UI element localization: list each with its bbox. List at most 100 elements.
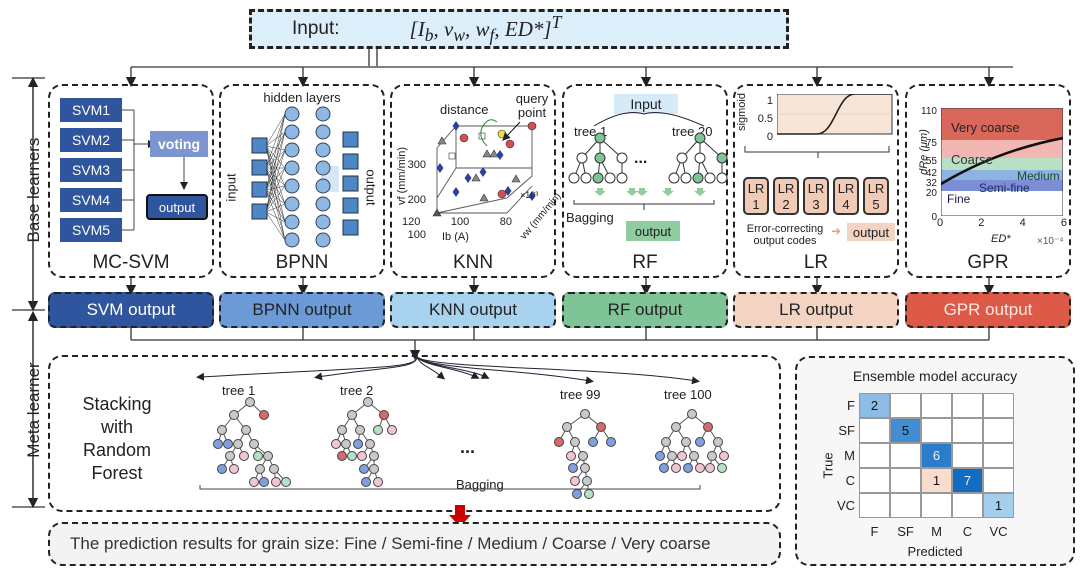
x-tick-label: VC bbox=[989, 524, 1008, 539]
neural-network-graphic bbox=[251, 106, 359, 248]
matrix-cell: 1 bbox=[983, 493, 1014, 518]
input-label: input bbox=[223, 173, 239, 202]
input-box: Input: [Ib, vw, wf, ED*]T bbox=[249, 9, 789, 49]
region-fine: Fine bbox=[947, 192, 971, 206]
hidden-layers-label: hidden layers bbox=[263, 90, 341, 105]
data-point bbox=[432, 208, 442, 217]
hidden-node bbox=[315, 232, 331, 248]
gpr-xscale: ×10⁻⁴ bbox=[1037, 236, 1064, 247]
tree-node bbox=[588, 437, 598, 447]
tree-node bbox=[347, 451, 357, 461]
input-node bbox=[251, 203, 268, 220]
ecoc-label: Error-correcting output codes bbox=[746, 223, 824, 247]
matrix-cell bbox=[890, 493, 921, 518]
hidden-node bbox=[315, 178, 331, 194]
matrix-cell bbox=[952, 418, 983, 443]
y-tick-label: C bbox=[845, 473, 855, 488]
rf-input-box: Input bbox=[614, 94, 678, 114]
tree-node bbox=[359, 464, 369, 474]
sigmoid-curve bbox=[777, 94, 893, 135]
tree-node bbox=[683, 463, 693, 473]
region-coarse: Coarse bbox=[951, 152, 993, 167]
svm-connector bbox=[122, 109, 188, 231]
voting-box: voting bbox=[150, 131, 208, 157]
tree-node bbox=[716, 172, 728, 184]
tree-node bbox=[616, 152, 628, 164]
tree-node bbox=[241, 425, 251, 435]
data-point bbox=[489, 149, 499, 158]
learner-title: GPR bbox=[967, 252, 1009, 273]
branch-arrow bbox=[196, 357, 418, 381]
learner-title: BPNN bbox=[275, 252, 329, 273]
base-learners-label: Base learners bbox=[24, 137, 43, 243]
tree-node bbox=[580, 409, 590, 419]
rf-output-box: output bbox=[626, 221, 680, 241]
region-very-coarse: Very coarse bbox=[951, 120, 1020, 135]
tree-node bbox=[213, 439, 223, 449]
tree-node bbox=[271, 477, 281, 487]
tree-node bbox=[365, 439, 375, 449]
data-point bbox=[479, 193, 489, 202]
svm-model-box: SVM2 bbox=[60, 128, 122, 152]
tree-node bbox=[570, 437, 580, 447]
data-point bbox=[452, 187, 460, 197]
rf-trees-graphic bbox=[568, 112, 728, 210]
learner-title: MC-SVM bbox=[92, 252, 170, 273]
matrix-cell bbox=[952, 443, 983, 468]
data-point bbox=[437, 136, 447, 145]
tree-node bbox=[347, 410, 357, 420]
output-label: output bbox=[363, 169, 379, 206]
down-arrow-icon bbox=[449, 505, 471, 527]
tree-node bbox=[379, 410, 389, 420]
down-arrow-icon bbox=[626, 188, 638, 196]
tree-node bbox=[263, 451, 273, 461]
knn-ylabel: vf (mm/min) bbox=[396, 146, 408, 206]
matrix-cell bbox=[890, 443, 921, 468]
matrix-cell bbox=[859, 443, 890, 468]
tree-node bbox=[233, 439, 243, 449]
matrix-cell: 6 bbox=[921, 443, 952, 468]
matrix-cell bbox=[859, 493, 890, 518]
data-point bbox=[511, 174, 521, 183]
region-semi-fine: Semi-fine bbox=[979, 181, 1030, 195]
tree-node bbox=[689, 451, 699, 461]
tree-node bbox=[676, 152, 688, 164]
hidden-node bbox=[284, 142, 300, 158]
matrix-cell bbox=[921, 418, 952, 443]
hidden-node bbox=[284, 106, 300, 122]
tree-node bbox=[249, 439, 259, 449]
tree-node bbox=[677, 451, 687, 461]
data-point bbox=[459, 133, 469, 143]
tree-node bbox=[369, 451, 379, 461]
knn-3d-scatter bbox=[432, 119, 537, 217]
tree-node bbox=[281, 477, 291, 487]
data-point bbox=[436, 163, 444, 173]
meta-tree-2: tree 2 bbox=[340, 383, 374, 398]
tree-node bbox=[576, 152, 588, 164]
tree-node bbox=[369, 464, 379, 474]
svm-output-button: SVM output bbox=[48, 292, 214, 328]
input-formula: [Ib, vw, wf, ED*]T bbox=[409, 11, 562, 46]
matrix-cell: 1 bbox=[921, 468, 952, 493]
tree-node bbox=[578, 451, 588, 461]
tree-node bbox=[713, 437, 723, 447]
lr-model-box: LR 2 bbox=[773, 177, 799, 215]
matrix-cell bbox=[983, 418, 1014, 443]
hidden-node bbox=[284, 214, 300, 230]
tree-node bbox=[229, 464, 239, 474]
hidden-node bbox=[284, 178, 300, 194]
down-arrow-icon bbox=[594, 188, 606, 196]
tree-node bbox=[269, 464, 279, 474]
lr-output-box: output bbox=[847, 223, 895, 241]
lr-output-button: LR output bbox=[733, 292, 899, 328]
tree-node bbox=[680, 172, 692, 184]
tree-node bbox=[695, 463, 705, 473]
tree-node bbox=[373, 477, 383, 487]
tree-node bbox=[259, 410, 269, 420]
